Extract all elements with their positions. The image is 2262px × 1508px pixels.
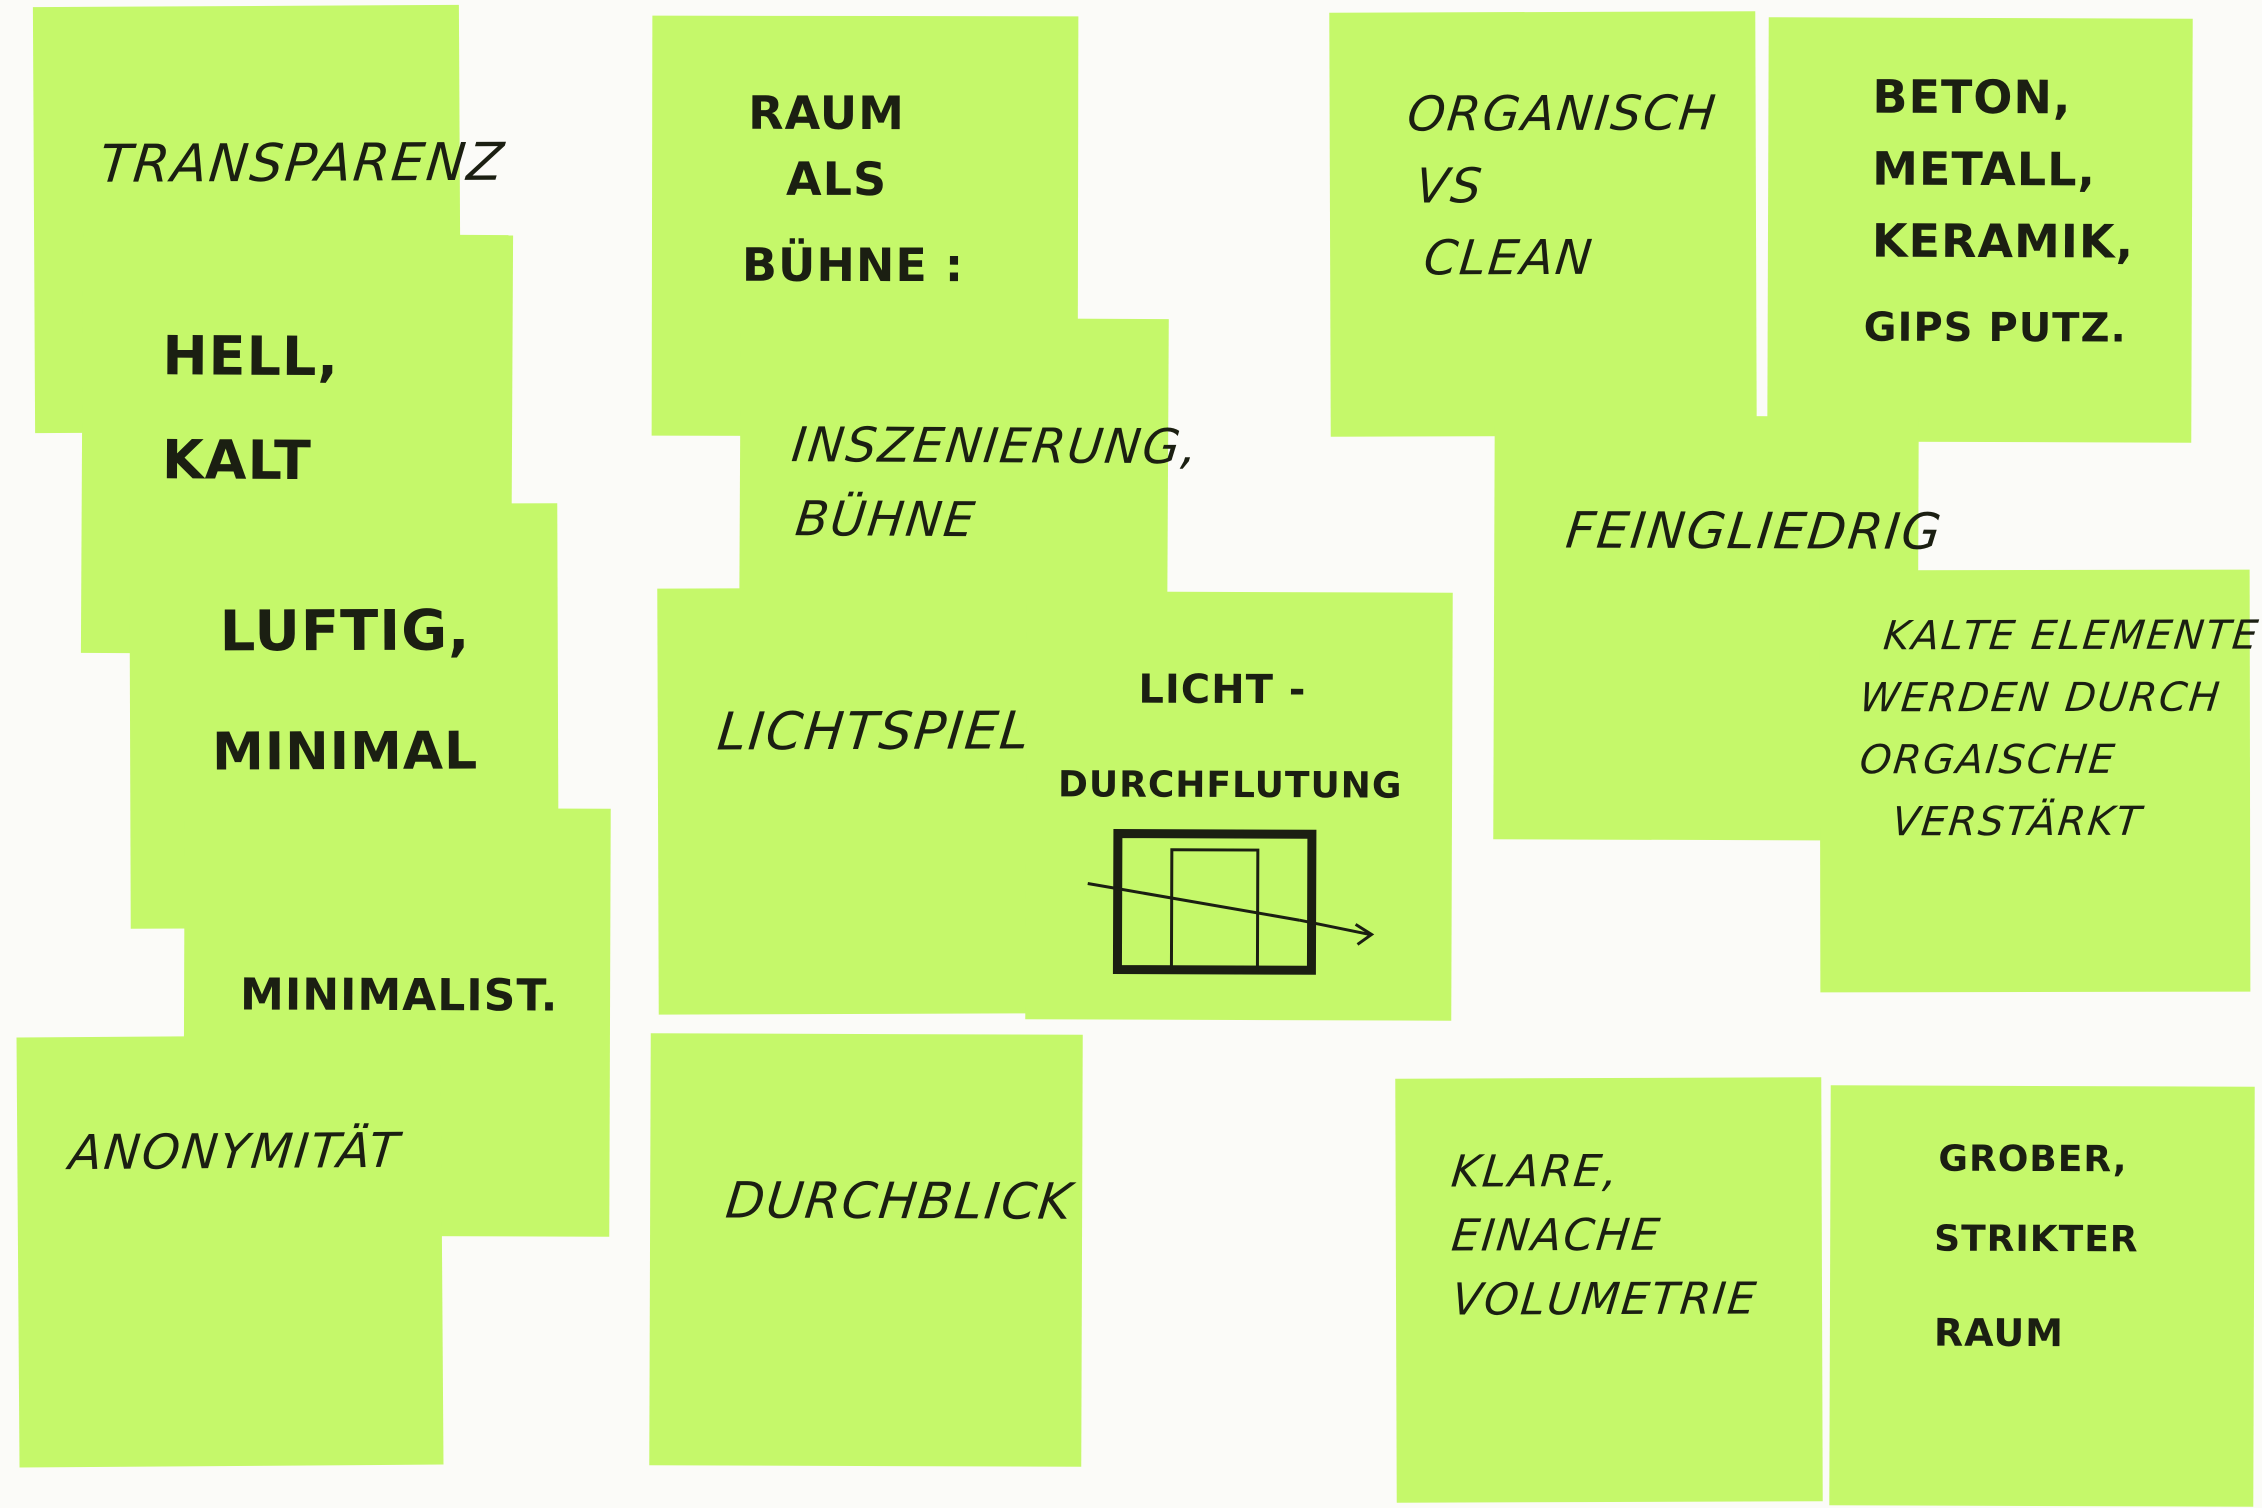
note-text-line: DURCHBLICK <box>723 1171 1077 1231</box>
note-text-line: MINIMAL <box>212 721 479 783</box>
note-text-line: VS <box>1413 158 1487 215</box>
note-text-line: LUFTIG, <box>219 598 471 665</box>
window-light-sketch-icon <box>1087 829 1375 975</box>
note-text-line: STRIKTER <box>1934 1218 2139 1261</box>
note-text-line: WERDEN DURCH <box>1857 674 2224 722</box>
note-text-line: HELL, <box>162 324 340 389</box>
note-anonymitaet: ANONYMITÄT <box>16 1034 444 1468</box>
note-text-line: GROBER, <box>1938 1138 2128 1181</box>
note-text-line: BÜHNE <box>792 491 980 549</box>
note-text-line: TRANSPARENZ <box>96 132 508 195</box>
note-durchblick: DURCHBLICK <box>649 1033 1083 1467</box>
note-text-line: FEINGLIEDRIG <box>1563 501 1946 561</box>
note-text-line: EINACHE <box>1449 1209 1664 1262</box>
note-text-line: VOLUMETRIE <box>1449 1273 1761 1326</box>
note-klare-volumetrie: KLARE, EINACHE VOLUMETRIE <box>1395 1077 1823 1503</box>
note-text-line: CLEAN <box>1421 229 1597 287</box>
note-text-line: ALS <box>786 151 888 207</box>
note-lichtspiel: LICHTSPIEL <box>657 587 1045 1015</box>
note-text-line: KALT <box>161 428 313 493</box>
note-text-line: KLARE, <box>1449 1145 1623 1198</box>
note-text-line: MINIMALIST. <box>240 969 559 1022</box>
note-grober-raum: GROBER, STRIKTER RAUM <box>1829 1085 2255 1507</box>
note-text-line: LICHT - <box>1138 666 1307 714</box>
note-text-line: INSZENIERUNG, <box>789 417 1203 476</box>
note-text-line: BETON, <box>1872 69 2072 125</box>
note-text-line: ANONYMITÄT <box>66 1122 403 1182</box>
note-materialien: BETON, METALL, KERAMIK, GIPS PUTZ. <box>1767 17 2193 443</box>
note-organisch-clean: ORGANISCH VS CLEAN <box>1329 11 1757 437</box>
note-text-line: METALL, <box>1872 141 2097 197</box>
note-text-line: ORGANISCH <box>1404 85 1720 143</box>
note-inszenierung: INSZENIERUNG, BÜHNE <box>739 316 1202 620</box>
note-text-line: ORGAISCHE <box>1857 736 2119 784</box>
note-text-line: KALTE ELEMENTE <box>1881 612 2262 660</box>
note-text-line: BÜHNE : <box>741 237 965 293</box>
note-text-line: LICHTSPIEL <box>714 701 1034 763</box>
note-text-line: GIPS PUTZ. <box>1863 304 2127 352</box>
note-kalte-elemente: KALTE ELEMENTE WERDEN DURCH ORGAISCHE VE… <box>1819 569 2262 993</box>
note-lichtdurchflutung: LICHT - DURCHFLUTUNG <box>1025 591 1453 1021</box>
note-text-line: DURCHFLUTUNG <box>1058 764 1403 807</box>
note-text-line: RAUM <box>748 85 905 141</box>
note-text-line: VERSTÄRKT <box>1889 798 2145 846</box>
note-text-line: KERAMIK, <box>1871 213 2135 269</box>
note-text-line: RAUM <box>1933 1310 2065 1356</box>
